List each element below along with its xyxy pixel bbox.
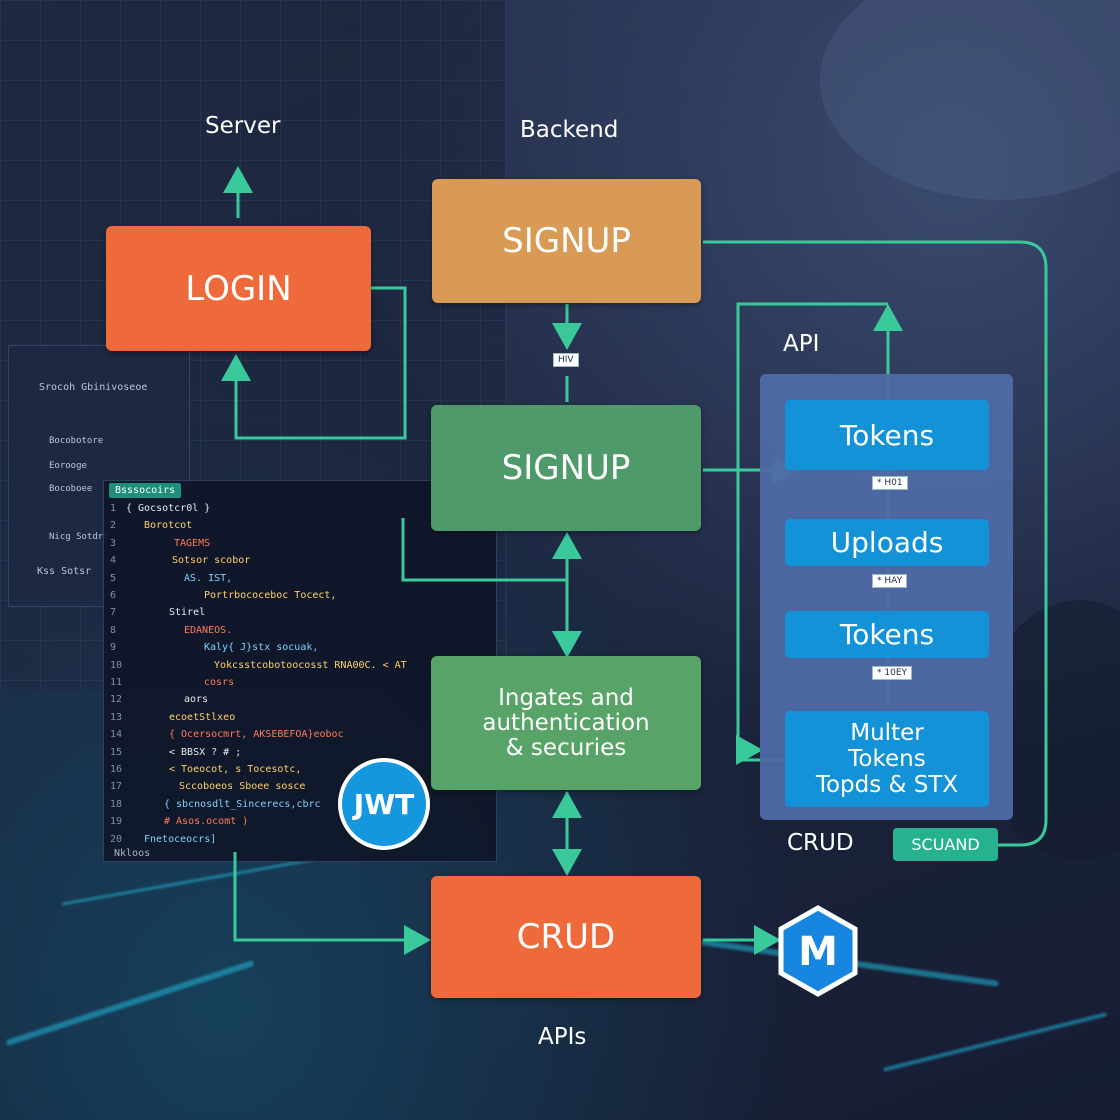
code-line-number: 3 <box>110 537 117 549</box>
code-line-number: 4 <box>110 555 117 567</box>
signup-mid-box[interactable]: SIGNUP <box>431 405 701 531</box>
side-panel-line: Eorooge <box>49 461 87 471</box>
code-line: EDANEOS. <box>184 624 233 636</box>
code-line: < Toeocot, s Tocesotc, <box>169 764 302 775</box>
crud-box[interactable]: CRUD <box>431 876 701 998</box>
api-item-uploads[interactable]: Uploads <box>785 519 989 566</box>
code-line: Yokcsstcobotoocosst RNA00C. < AT <box>214 659 407 671</box>
side-editor-panel: Srocoh Gbinivoseoe Bocobotore Eorooge Bo… <box>8 345 190 607</box>
arrow-tag: HIV <box>553 353 579 367</box>
api-item-multer[interactable]: Multer Tokens Topds & STX <box>785 711 989 807</box>
code-line: < BBSX ? # ; <box>169 746 242 758</box>
api-tag: * 10EY <box>872 666 912 680</box>
code-line: # Asos.ocomt ) <box>164 816 249 828</box>
label-crud: CRUD <box>787 830 854 856</box>
label-server: Server <box>205 113 281 139</box>
code-line: { Gocsotcr0l } <box>126 503 211 514</box>
code-line: ecoetStlxeo <box>169 711 236 723</box>
side-panel-line: Bocoboee <box>49 484 93 494</box>
code-line-number: 9 <box>110 642 117 654</box>
code-line-number: 10 <box>110 659 123 671</box>
code-line: cosrs <box>204 677 235 688</box>
scuand-button[interactable]: SCUAND <box>893 828 998 861</box>
code-editor-status: Nkloos <box>114 848 151 859</box>
code-line: aors <box>184 694 209 706</box>
signup-top-box[interactable]: SIGNUP <box>432 179 701 303</box>
api-tag: * HAY <box>872 574 908 588</box>
code-line: Stirel <box>169 607 206 619</box>
code-line: Borotcot <box>144 520 193 532</box>
connector-code-to-crud <box>233 852 431 955</box>
code-line: Sccoboeos Sboee sosce <box>179 781 306 793</box>
code-line: Fnetoceocrs] <box>144 833 217 845</box>
label-backend: Backend <box>520 117 619 143</box>
code-line-number: 7 <box>110 607 117 619</box>
side-panel-line: Kss Sotsr <box>37 566 92 577</box>
code-line-number: 19 <box>110 816 123 828</box>
label-apis: APIs <box>538 1024 587 1050</box>
code-line: Sotsor scobor <box>172 555 251 567</box>
code-line-number: 20 <box>110 833 123 845</box>
side-panel-line: Nicg Sotdrt <box>49 532 109 542</box>
code-line: Kaly{ J}stx socuak, <box>204 642 319 654</box>
code-line-number: 17 <box>110 781 123 793</box>
code-line-number: 14 <box>110 729 123 741</box>
jwt-badge: JWT <box>338 758 430 850</box>
api-tag: * H01 <box>872 476 908 490</box>
connector-signup-loop <box>401 518 567 582</box>
code-line: { Ocersocmrt, AKSEBEFOA}eoboc <box>169 729 344 741</box>
side-panel-line: Srocoh Gbinivoseoe <box>39 382 148 393</box>
code-line-number: 8 <box>110 624 117 636</box>
side-panel-line: Bocobotore <box>49 436 104 446</box>
code-line: Portrbococeboc Tocect, <box>204 590 337 601</box>
code-line-number: 6 <box>110 590 117 601</box>
label-api: API <box>783 331 820 357</box>
code-line: AS. IST, <box>184 572 233 584</box>
code-editor-tab[interactable]: Bsssocoirs <box>109 483 182 498</box>
api-item-tokens-2[interactable]: Tokens <box>785 611 989 658</box>
code-line-number: 1 <box>110 503 117 514</box>
api-item-tokens[interactable]: Tokens <box>785 400 989 470</box>
m-logo-letter: M <box>798 929 838 975</box>
code-line-number: 12 <box>110 694 123 706</box>
code-line-number: 11 <box>110 677 123 688</box>
code-line-number: 18 <box>110 798 123 810</box>
connector-signup-top-to-scuand <box>703 240 1048 847</box>
m-logo-icon: M <box>778 905 858 997</box>
code-line: { sbcnosdlt_Sincerecs,cbrc <box>164 798 321 810</box>
code-line-number: 5 <box>110 572 117 584</box>
code-line-number: 2 <box>110 520 117 532</box>
code-line: TAGEMS <box>174 537 211 549</box>
connector-signup-to-login <box>221 286 407 440</box>
code-line-number: 15 <box>110 746 123 758</box>
code-line-number: 13 <box>110 711 123 723</box>
auth-security-box[interactable]: Ingates and authentication & securies <box>431 656 701 790</box>
code-line-number: 16 <box>110 764 123 775</box>
login-box[interactable]: LOGIN <box>106 226 371 351</box>
